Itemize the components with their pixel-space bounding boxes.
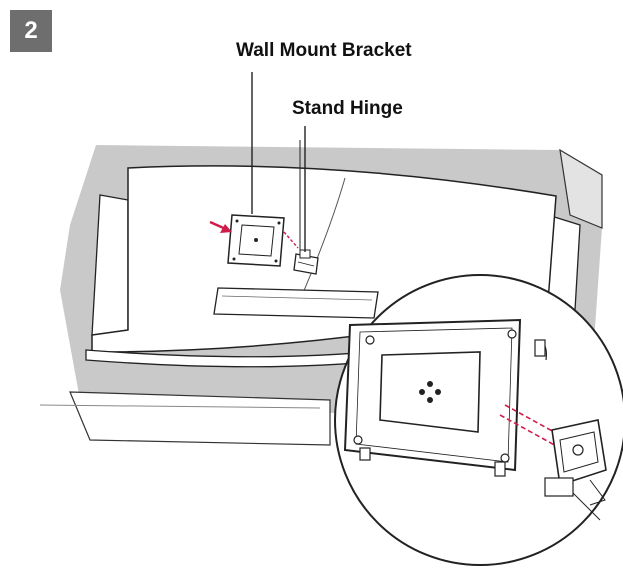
stand-hinge-label: Stand Hinge [292, 98, 403, 119]
magnifier-circle [334, 274, 623, 566]
step-number-badge: 2 [10, 10, 52, 52]
stand-hinge-large [544, 419, 607, 506]
leader-lines [251, 72, 306, 252]
red-arrow-icon [209, 220, 232, 233]
wall-mount-bracket-large [343, 318, 546, 477]
wall-mount-bracket-small [227, 214, 299, 267]
wall-mount-bracket-label: Wall Mount Bracket [236, 40, 412, 61]
stand-hinge-small [293, 249, 319, 275]
